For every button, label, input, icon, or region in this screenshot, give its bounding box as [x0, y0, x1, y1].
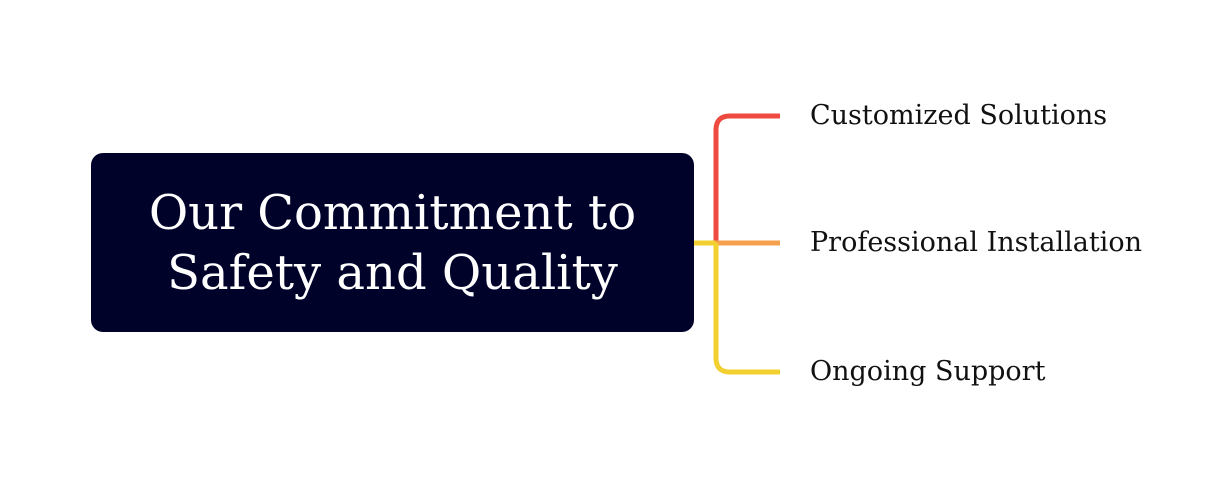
- connector-to-customized-solutions: [713, 113, 780, 243]
- child-node-professional-installation[interactable]: Professional Installation: [810, 227, 1142, 258]
- root-node-label: Our Commitment to Safety and Quality: [148, 184, 637, 301]
- child-node-customized-solutions[interactable]: Customized Solutions: [810, 100, 1108, 131]
- root-node[interactable]: Our Commitment to Safety and Quality: [91, 153, 694, 332]
- child-node-ongoing-support[interactable]: Ongoing Support: [810, 356, 1046, 387]
- connector-to-ongoing-support: [713, 243, 780, 375]
